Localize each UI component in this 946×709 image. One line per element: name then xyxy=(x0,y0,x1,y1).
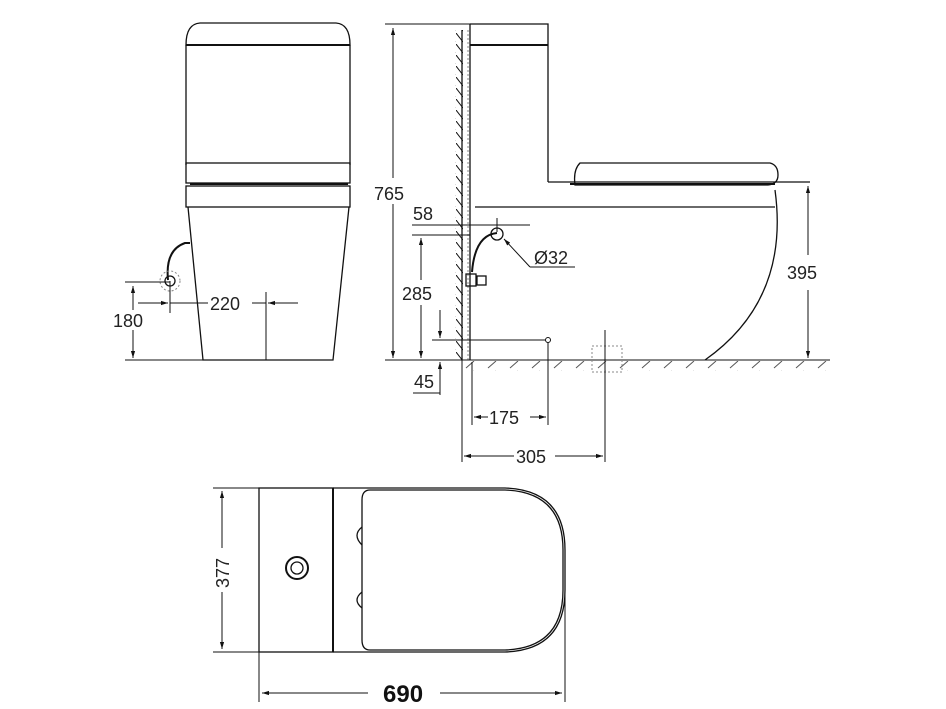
dim-765: 765 xyxy=(374,184,404,204)
dim-58: 58 xyxy=(413,204,433,224)
front-hose xyxy=(166,242,190,281)
dim-285: 285 xyxy=(402,284,432,304)
front-valve-outline xyxy=(159,270,181,292)
front-bowl xyxy=(187,206,350,361)
dim-diameter-leader xyxy=(503,238,531,268)
dim-690: 690 xyxy=(383,681,423,708)
dim-180: 180 xyxy=(113,311,143,331)
side-hose xyxy=(471,232,498,273)
top-view: 377 690 xyxy=(213,487,566,708)
wall-hatching xyxy=(455,30,463,360)
front-view: 180 220 xyxy=(113,22,351,361)
dim-305: 305 xyxy=(516,447,546,467)
seat-hinges xyxy=(356,526,363,609)
dim-377: 377 xyxy=(213,558,233,588)
floor-hatching xyxy=(462,361,830,371)
dim-395: 395 xyxy=(787,263,817,283)
flush-button-icon xyxy=(285,556,309,580)
flush-button-inner-icon xyxy=(290,561,304,575)
outlet-center-point xyxy=(545,337,551,343)
dim-220: 220 xyxy=(210,294,240,314)
front-tank xyxy=(185,45,351,165)
side-valve-handle xyxy=(476,275,487,286)
side-bowl-curve xyxy=(704,189,778,361)
top-seat xyxy=(361,489,564,651)
front-seat xyxy=(185,185,351,208)
dim-45: 45 xyxy=(414,372,434,392)
dim-175: 175 xyxy=(489,408,519,428)
front-seat-lid xyxy=(185,162,351,184)
side-seat xyxy=(573,162,779,186)
top-bowl xyxy=(333,487,566,653)
top-tank xyxy=(258,487,334,653)
front-tank-lid xyxy=(185,22,351,46)
dim-diameter-32: Ø32 xyxy=(534,248,568,268)
side-tank xyxy=(470,23,549,182)
side-view: 765 395 58 285 Ø32 xyxy=(374,23,830,467)
side-valve xyxy=(465,273,477,287)
